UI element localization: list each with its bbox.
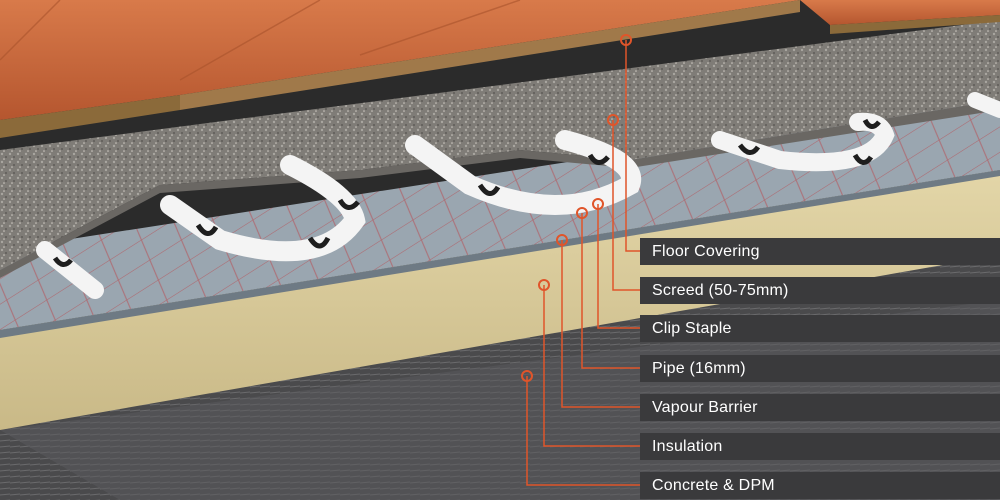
insulation-layer [0, 170, 1000, 430]
label-text: Screed (50-75mm) [652, 282, 789, 299]
leader-insulation [543, 285, 640, 447]
clip-staple [852, 153, 874, 165]
leader-clip-staple [597, 204, 640, 329]
clip-staple [337, 198, 360, 210]
pipe-stub-2 [967, 92, 1000, 118]
label-text: Clip Staple [652, 320, 732, 337]
leader-markers [521, 34, 632, 382]
leader-pipe [581, 213, 640, 369]
pipe-loop-3 [711, 112, 895, 172]
pipe-loop-2 [405, 130, 642, 215]
label-text: Pipe (16mm) [652, 360, 746, 377]
label-vapour-barrier: Vapour Barrier [640, 394, 1000, 421]
label-text: Insulation [652, 438, 723, 455]
leader-screed [612, 120, 640, 291]
leader-vapour-barrier [561, 240, 640, 408]
clip-staple [587, 153, 610, 165]
clip-staples [52, 118, 881, 267]
pipe-loop-1 [160, 155, 366, 262]
label-screed: Screed (50-75mm) [640, 277, 1000, 304]
clip-staple [307, 236, 331, 249]
clip-staple [862, 118, 881, 129]
heating-pipes [36, 92, 1000, 299]
leader-lines [526, 40, 640, 486]
leader-floor-covering [625, 40, 640, 252]
label-text: Vapour Barrier [652, 399, 758, 416]
leader-concrete [526, 376, 640, 486]
clip-staple [52, 256, 73, 267]
clip-staple [477, 183, 501, 196]
clip-staple [195, 223, 219, 236]
label-floor-covering: Floor Covering [640, 238, 1000, 265]
pipe-stub-1 [36, 241, 104, 299]
label-clip-staple: Clip Staple [640, 315, 1000, 342]
label-text: Concrete & DPM [652, 477, 775, 494]
label-concrete: Concrete & DPM [640, 472, 1000, 499]
label-insulation: Insulation [640, 433, 1000, 460]
label-pipe: Pipe (16mm) [640, 355, 1000, 382]
label-text: Floor Covering [652, 243, 760, 260]
clip-staple [737, 143, 761, 155]
floor-covering-layer [0, 0, 1000, 138]
